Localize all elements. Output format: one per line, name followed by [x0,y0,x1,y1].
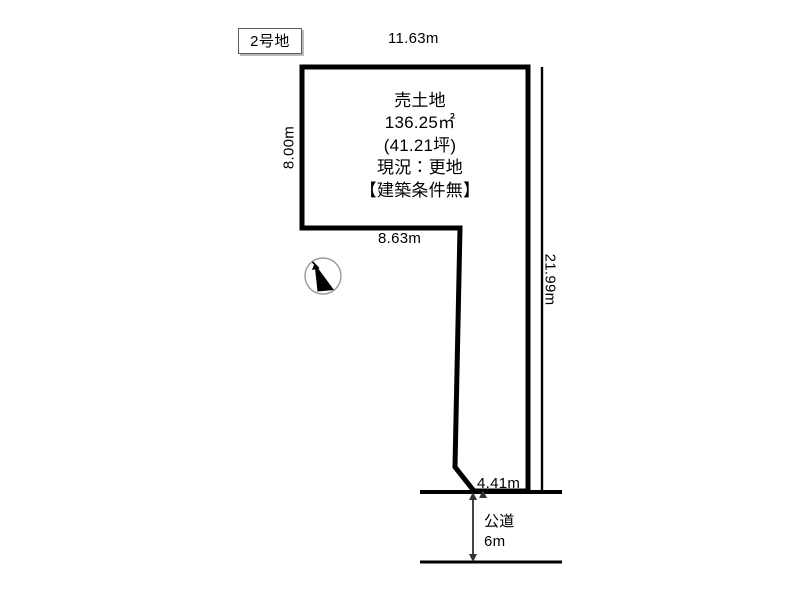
dimension-label-frontage: 4.41m [477,475,521,492]
parcel-area-value: 136.25 [384,113,438,133]
parcel-condition: 現況：更地 [377,158,463,178]
parcel-note: 【建築条件無】 [359,180,481,200]
dimension-label-left: 8.00m [280,125,298,170]
road-width: 6m [484,533,506,551]
parcel-area-unit: ㎡ [438,113,456,133]
road-width-arrow [469,492,477,562]
north-arrow-icon [304,257,342,295]
dimension-label-top: 11.63m [388,30,439,47]
parcel-info-block: 売土地 136.25㎡ (41.21坪) 現況：更地 【建築条件無】 [330,90,510,202]
frontage-tick-marker [479,490,487,498]
lot-number-badge: 2号地 [238,28,302,54]
dimension-label-right: 21.99m [541,253,559,306]
parcel-area-tsubo: (41.21坪) [383,135,457,155]
road-label-block: 公道 6m [484,512,515,553]
parcel-area-row: 136.25㎡ [330,112,510,134]
parcel-title: 売土地 [394,91,446,110]
road-name: 公道 [484,513,515,530]
dimension-label-inner-bottom: 8.63m [378,230,422,247]
